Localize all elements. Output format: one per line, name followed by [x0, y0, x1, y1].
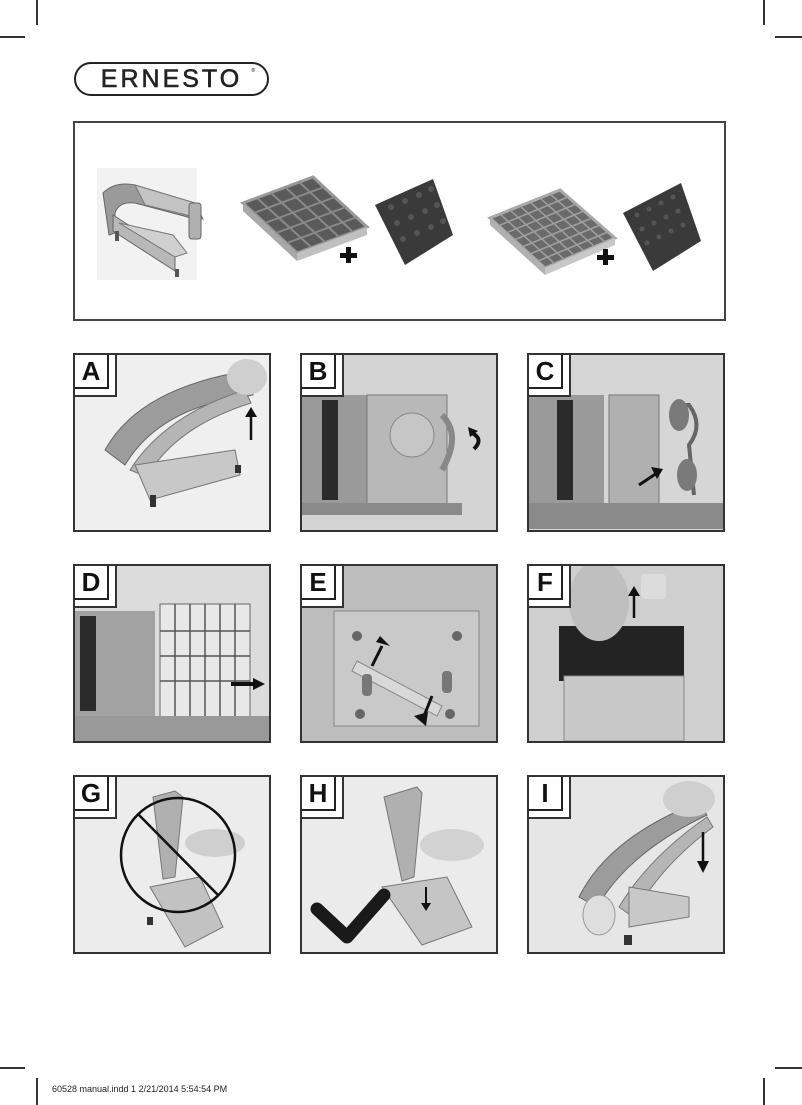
- step-panel-h: H: [300, 775, 498, 954]
- arrow-up-icon: [370, 636, 390, 667]
- step-label: E: [302, 566, 336, 600]
- prohibited-icon: [119, 796, 237, 914]
- trademark: ®: [251, 68, 255, 74]
- arrow-down-icon: [421, 887, 431, 911]
- step-label-frame: F: [529, 566, 571, 608]
- crop-mark-br-v: [763, 1078, 765, 1105]
- arrow-up-icon: [628, 586, 640, 618]
- step-c-photo: [529, 355, 723, 530]
- step-panel-b: B: [300, 353, 498, 532]
- blade-insert-large-image: [240, 175, 370, 261]
- crop-mark-tr-h: [775, 36, 802, 38]
- step-a-photo: [75, 355, 269, 530]
- step-label: F: [529, 566, 563, 600]
- french-fry-cutter-image: [97, 168, 204, 280]
- step-label-frame: G: [75, 777, 117, 819]
- arrow-up-icon: [245, 407, 257, 440]
- arrow-down-icon: [697, 832, 709, 873]
- pusher-block-large-image: [375, 179, 453, 265]
- print-slug: 60528 manual.indd 1 2/21/2014 5:54:54 PM: [52, 1084, 228, 1094]
- arrow-down-icon: [414, 695, 434, 726]
- step-d-photo: [75, 566, 269, 741]
- brand-name: ERNESTO: [100, 64, 243, 93]
- brand-logo: ERNESTO ®: [74, 62, 269, 96]
- crop-mark-bl-v: [36, 1078, 38, 1105]
- step-panel-a: A: [73, 353, 271, 532]
- arrow-right-icon: [231, 678, 265, 690]
- step-label-frame: I: [529, 777, 571, 819]
- package-contents: [73, 121, 726, 321]
- rotate-arrow-icon: [468, 427, 481, 451]
- crop-mark-tr-v: [763, 0, 765, 25]
- step-panel-c: C: [527, 353, 725, 532]
- checkmark-icon: [310, 888, 391, 944]
- pusher-block-small-image: [623, 183, 701, 271]
- step-label: I: [529, 777, 563, 811]
- step-label: B: [302, 355, 336, 389]
- step-label: C: [529, 355, 563, 389]
- arrow-up-right-icon: [638, 467, 663, 487]
- step-label-frame: D: [75, 566, 117, 608]
- step-panel-f: F: [527, 564, 725, 743]
- blade-insert-small-image: [487, 188, 618, 275]
- step-panel-d: D: [73, 564, 271, 743]
- step-label: H: [302, 777, 336, 811]
- step-label: A: [75, 355, 109, 389]
- step-label-frame: E: [302, 566, 344, 608]
- step-label-frame: A: [75, 355, 117, 397]
- step-label-frame: H: [302, 777, 344, 819]
- step-panel-e: E: [300, 564, 498, 743]
- plus-icon: [340, 247, 357, 263]
- crop-mark-br-h: [775, 1067, 802, 1069]
- crop-mark-bl-h: [0, 1067, 25, 1069]
- step-panel-i: I: [527, 775, 725, 954]
- contents-illustration: [97, 168, 701, 280]
- step-label-frame: C: [529, 355, 571, 397]
- step-panel-g: G: [73, 775, 271, 954]
- step-label-frame: B: [302, 355, 344, 397]
- crop-mark-tl-h: [0, 36, 25, 38]
- plus-icon: [597, 249, 614, 265]
- step-label: G: [75, 777, 109, 811]
- crop-mark-tl-v: [36, 0, 38, 25]
- step-label: D: [75, 566, 109, 600]
